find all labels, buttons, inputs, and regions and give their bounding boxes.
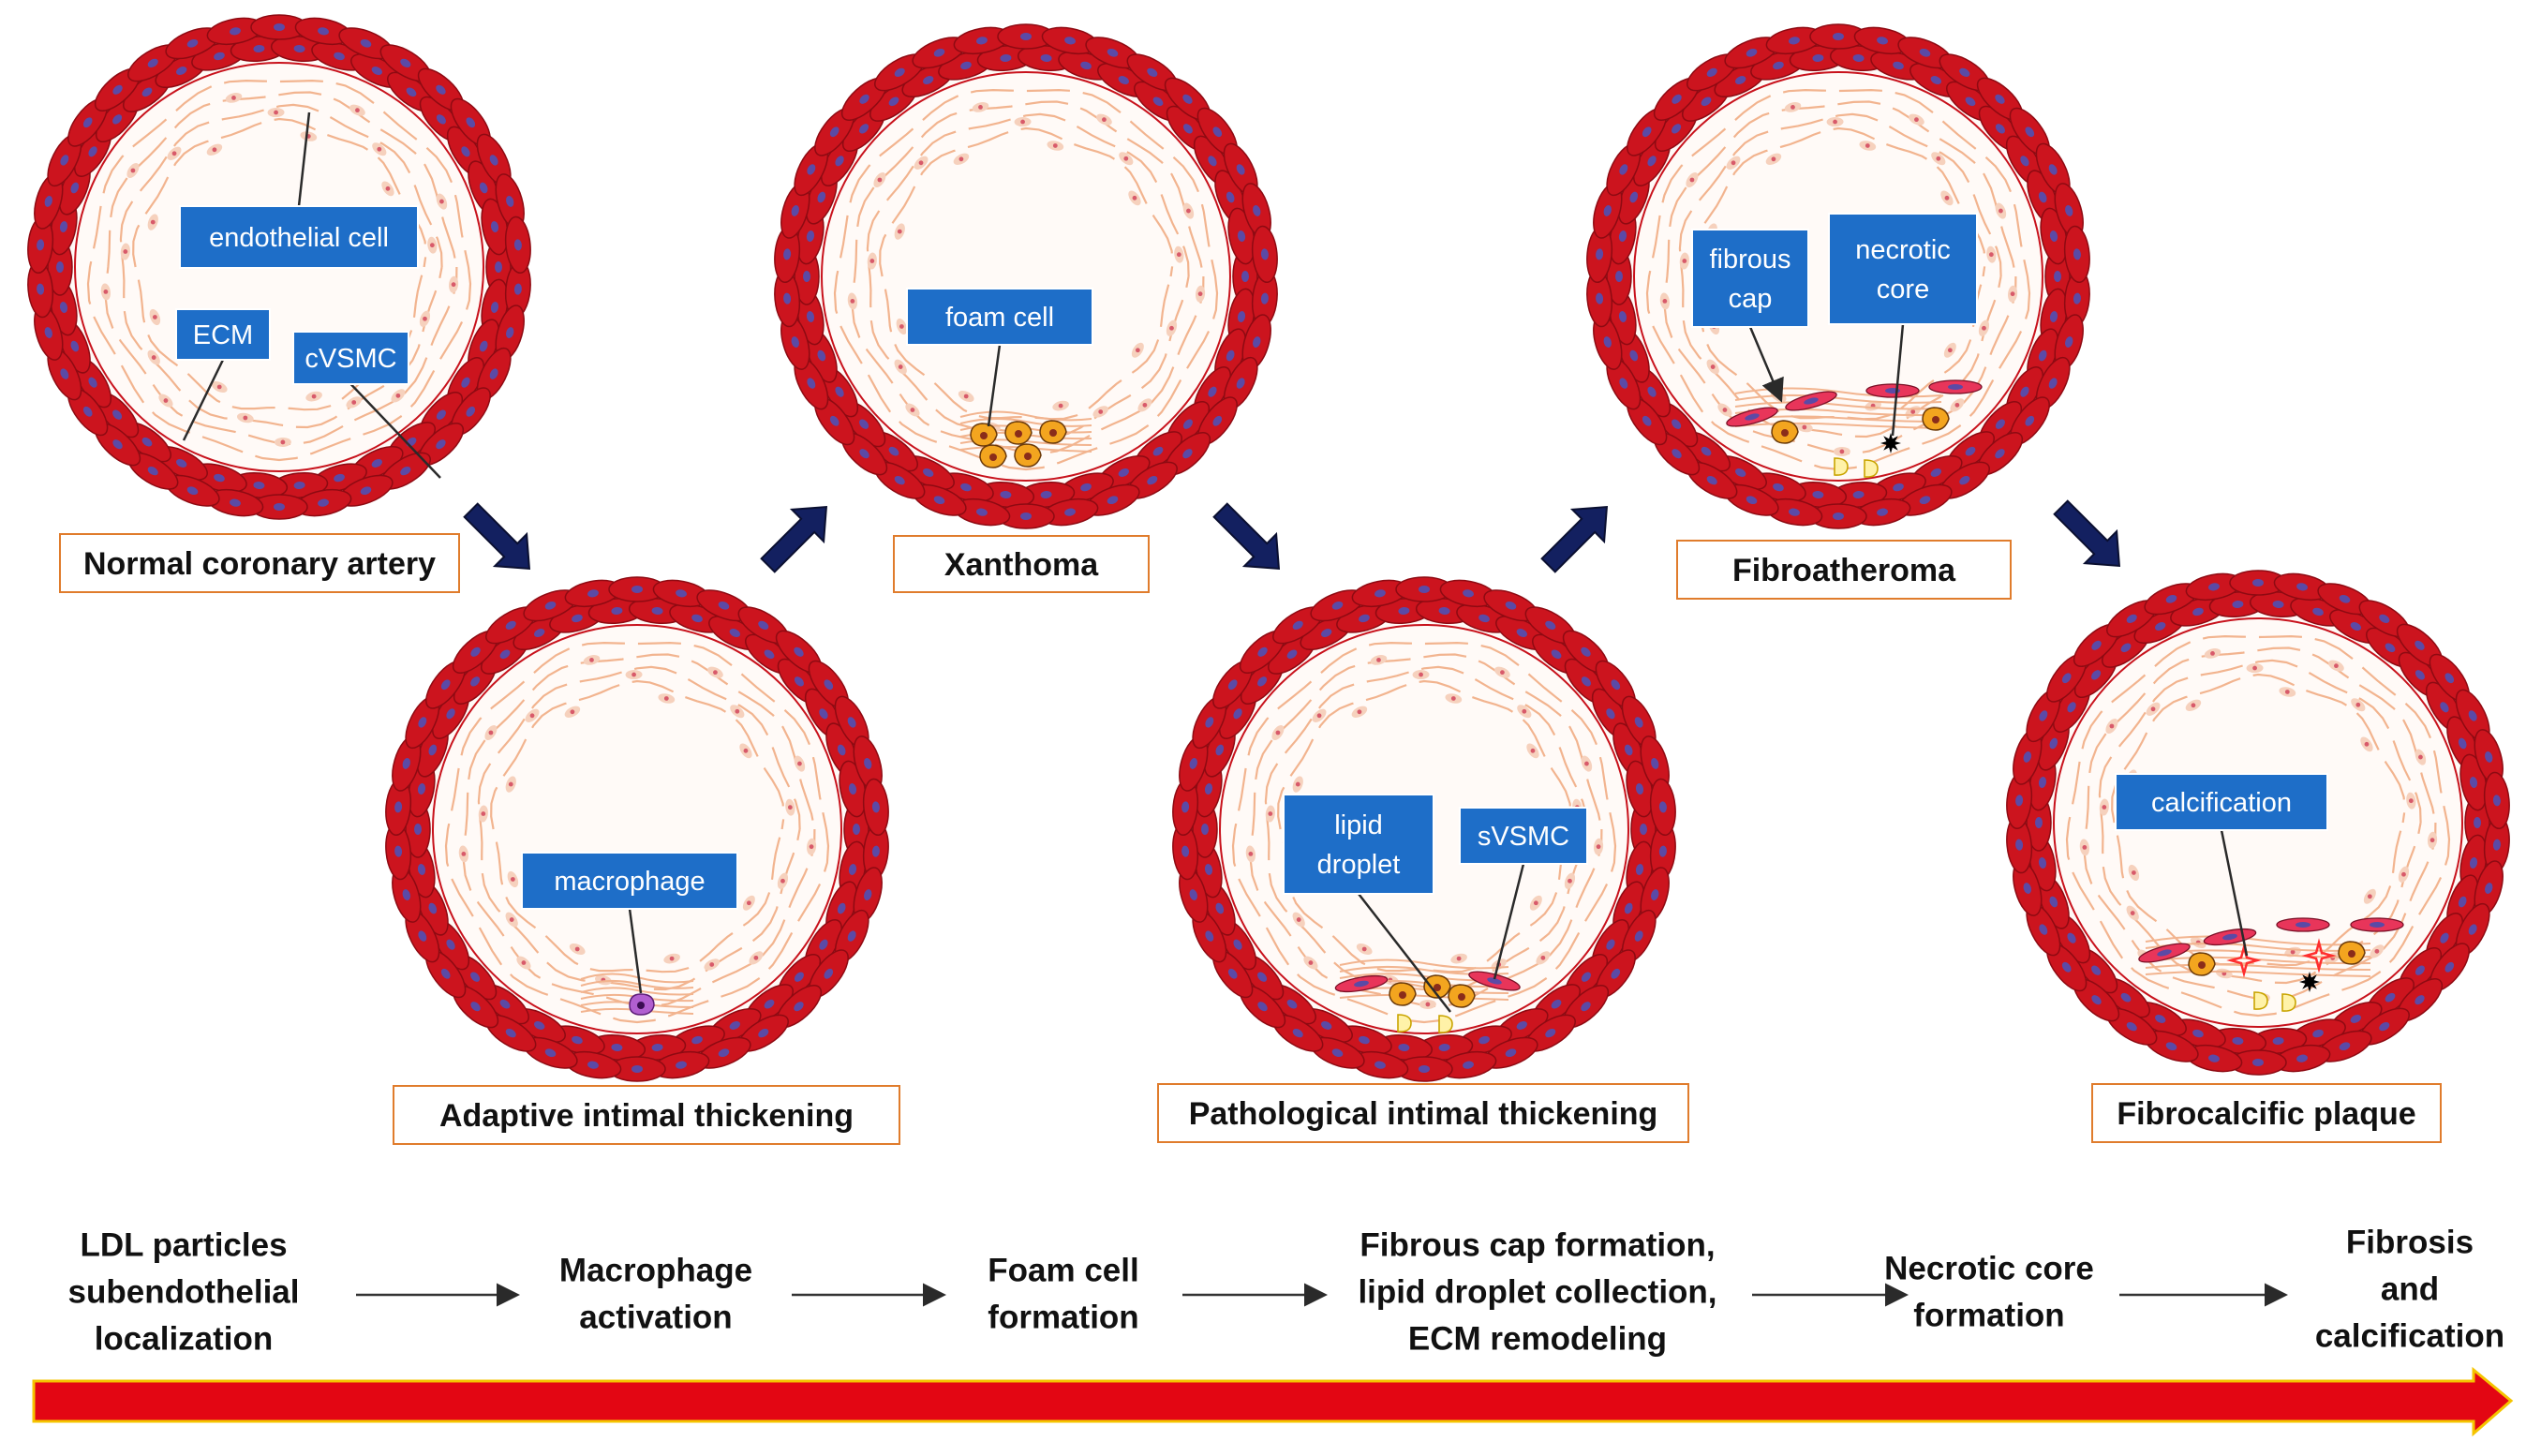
stage-arrow-up [760, 505, 828, 573]
callout-leader-line [182, 359, 225, 441]
stage-label-box: Fibroatheroma [1676, 540, 2012, 600]
stage-label-frame [2091, 1083, 2442, 1143]
stage-arrow-up [1540, 505, 1609, 573]
stage-label-frame [893, 535, 1150, 593]
stage-arrow-down [2053, 499, 2121, 568]
stage-label-text: Fibroatheroma [1732, 553, 1956, 588]
necrotic-core-mark [1880, 433, 1901, 453]
callout-label: foam cell [945, 303, 1054, 333]
stage-label-frame [1676, 540, 2012, 600]
callout-leader-line [2220, 829, 2249, 957]
stage-arrow-down [1212, 502, 1281, 571]
lipid-droplet [2281, 993, 2296, 1012]
callout-leader-line [1493, 863, 1525, 980]
vessel-wall [774, 23, 1278, 529]
vessel-wall [385, 576, 889, 1082]
callout-box [1691, 229, 1809, 328]
vessel-wall [2006, 570, 2510, 1076]
callout-label: endothelial cell [209, 223, 389, 253]
stage-label-box: Normal coronary artery [59, 533, 460, 593]
callout-leader-line [1358, 893, 1451, 1013]
lipid-droplet [1864, 459, 1879, 478]
callout-macrophage: macrophage [521, 852, 738, 994]
callout-box [179, 205, 419, 269]
lipid-droplet [1834, 457, 1849, 476]
stage-arrow-down [463, 502, 531, 571]
callout-label: macrophage [554, 867, 705, 897]
callout-box [2115, 773, 2328, 831]
stage-label-frame [393, 1085, 900, 1145]
callout-leader-line [1748, 326, 1784, 403]
callout-leader-line [628, 908, 643, 994]
stage-label-frame [59, 533, 460, 593]
callout-leader-line [349, 383, 441, 479]
stage-label-text: Normal coronary artery [83, 546, 436, 582]
stage-label-box: Xanthoma [893, 535, 1150, 593]
lipid-droplet [1397, 1014, 1412, 1033]
callout-calcification: calcification [2115, 773, 2328, 957]
callout-label: ECM [193, 320, 253, 350]
lipid-droplet [2253, 991, 2268, 1010]
stage-label-box: Adaptive intimal thickening [393, 1085, 900, 1145]
artery-stage-2: macrophage [385, 576, 889, 1082]
callout-box [521, 852, 738, 910]
vessel-wall [1586, 23, 2090, 529]
callout-box [1459, 807, 1588, 865]
calcification-mark [2301, 938, 2337, 973]
calcification-mark [2226, 943, 2262, 978]
callout-endothelial-cell: endothelial cell [179, 111, 419, 269]
artery-stage-3: foam cell [774, 23, 1278, 529]
stage-label-text: Adaptive intimal thickening [439, 1098, 854, 1134]
callout-foam-cell: foam cell [906, 288, 1093, 427]
callout-leader-line [987, 344, 1002, 427]
callout-cvsmc: cVSMC [292, 331, 441, 479]
lipid-droplet [1438, 1015, 1453, 1033]
callout-box [906, 288, 1093, 346]
callout-leader-line [297, 111, 311, 207]
progression-arrow [32, 1366, 2514, 1437]
stage-label-box: Pathological intimal thickening [1157, 1083, 1689, 1143]
artery-stage-6: calcification [2006, 570, 2510, 1076]
stage-label-frame [1157, 1083, 1689, 1143]
callout-ecm: ECM [175, 308, 271, 441]
callout-label: calcification [2151, 788, 2292, 818]
stage-label-box: Fibrocalcific plaque [2091, 1083, 2442, 1143]
stage-label-text: Xanthoma [944, 547, 1099, 583]
vessel-wall [1172, 576, 1676, 1082]
callout-box [175, 308, 271, 361]
stage-label-text: Fibrocalcific plaque [2117, 1096, 2415, 1132]
stage-label-text: Pathological intimal thickening [1189, 1096, 1658, 1132]
timeline-step-4: Fibrous cap formation,lipid droplet coll… [1358, 1226, 1716, 1357]
callout-label: sVSMC [1478, 822, 1569, 852]
callout-leader-line [1891, 323, 1905, 437]
callout-box [1828, 213, 1978, 325]
callout-box [292, 331, 409, 385]
callout-label: cVSMC [305, 344, 396, 374]
callout-svsmc: sVSMC [1459, 807, 1588, 980]
necrotic-core-mark [2299, 972, 2320, 992]
callout-box [1283, 794, 1434, 895]
ecm-fibers [833, 88, 1219, 471]
vessel-wall [27, 14, 531, 520]
